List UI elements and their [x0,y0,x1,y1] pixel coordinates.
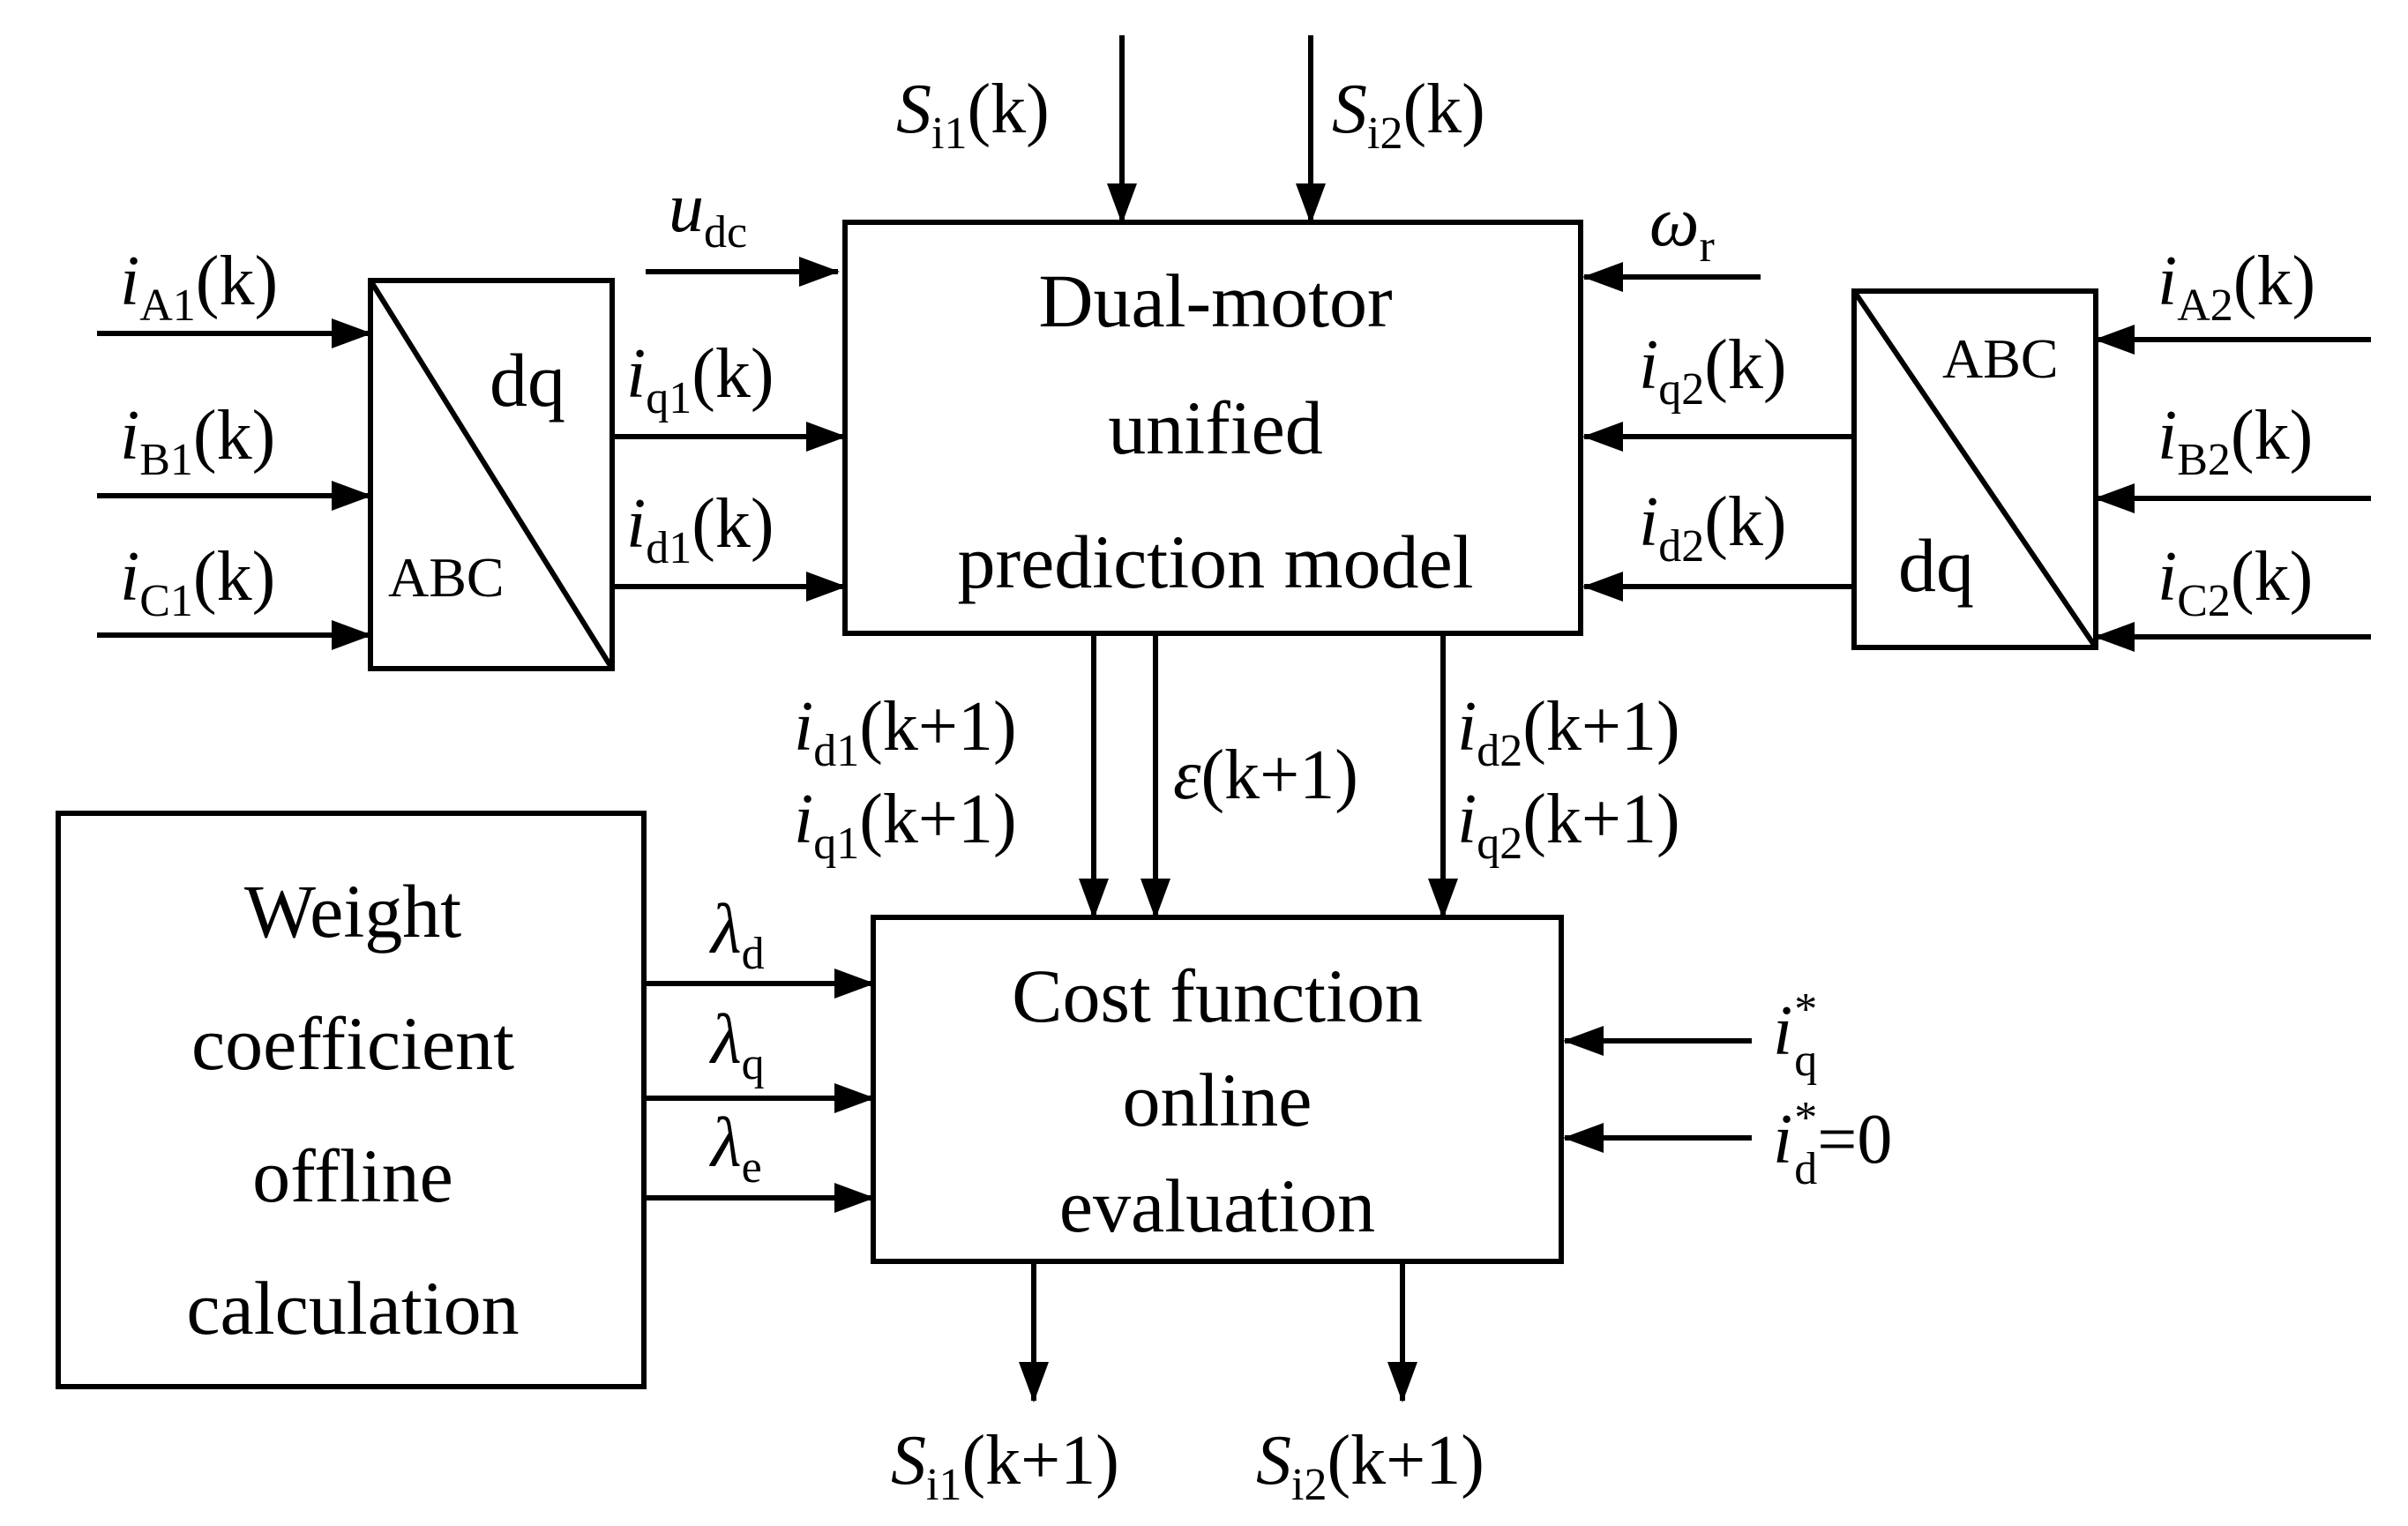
label-ib1: iB1(k) [120,397,275,485]
abc-dq-transform-right: ABC dq [1851,288,2098,650]
label-si2-k: Si2(k) [1332,71,1485,159]
label-id-ref: i*d=0 [1773,1093,1892,1194]
cost-line-1: Cost function [1012,954,1423,1038]
abc-dq-transform-left: dq ABC [368,278,615,671]
label-id2-k1: id2(k+1) [1457,688,1680,776]
label-ia1: iA1(k) [120,243,278,331]
prediction-model-block: Dual-motor unified prediction model [842,220,1583,636]
label-lambda-e: λe [709,1104,762,1193]
dq-label-right: dq [1898,523,1974,608]
label-ia2: iA2(k) [2157,243,2315,331]
label-wr: ωr [1649,183,1715,272]
label-iq1: iq1(k) [626,335,774,423]
label-ic2: iC2(k) [2157,538,2313,626]
prediction-line-2: unified [1108,385,1323,470]
abc-label-right: ABC [1942,327,2059,390]
cost-function-block: Cost function online evaluation [871,915,1564,1264]
signal-labels: iA1(k) iB1(k) iC1(k) iq1(k) id1(k) udc S… [120,71,2315,1510]
label-si2-k1: Si2(k+1) [1256,1422,1484,1510]
weight-line-3: offline [252,1133,453,1218]
label-lambda-q: λq [709,1001,765,1089]
label-ib2: iB2(k) [2157,397,2313,485]
label-id1: id1(k) [626,485,774,573]
prediction-line-1: Dual-motor [1038,258,1392,343]
prediction-line-3: prediction model [957,520,1473,604]
weight-line-4: calculation [186,1266,519,1350]
weight-coefficient-block: Weight coefficient offline calculation [56,811,647,1389]
label-si1-k1: Si1(k+1) [891,1422,1119,1510]
label-id1-k1: id1(k+1) [794,688,1017,776]
cost-line-2: online [1123,1058,1312,1142]
weight-line-1: Weight [244,869,461,954]
cost-line-3: evaluation [1059,1163,1375,1248]
label-si1-k: Si1(k) [896,71,1050,159]
abc-label-left: ABC [388,546,505,609]
label-lambda-d: λd [709,891,765,979]
label-iq-ref: i*q [1773,984,1817,1086]
dq-label-left: dq [490,338,565,423]
label-udc: udc [669,169,747,258]
label-ic1: iC1(k) [120,538,275,626]
label-iq2: iq2(k) [1639,326,1787,415]
label-eps-k1: ε(k+1) [1173,737,1358,814]
label-iq2-k1: iq2(k+1) [1457,781,1680,869]
weight-line-2: coefficient [191,1001,514,1086]
label-iq1-k1: iq1(k+1) [794,781,1017,869]
label-id2: id2(k) [1639,483,1787,572]
connections [97,35,2371,1403]
